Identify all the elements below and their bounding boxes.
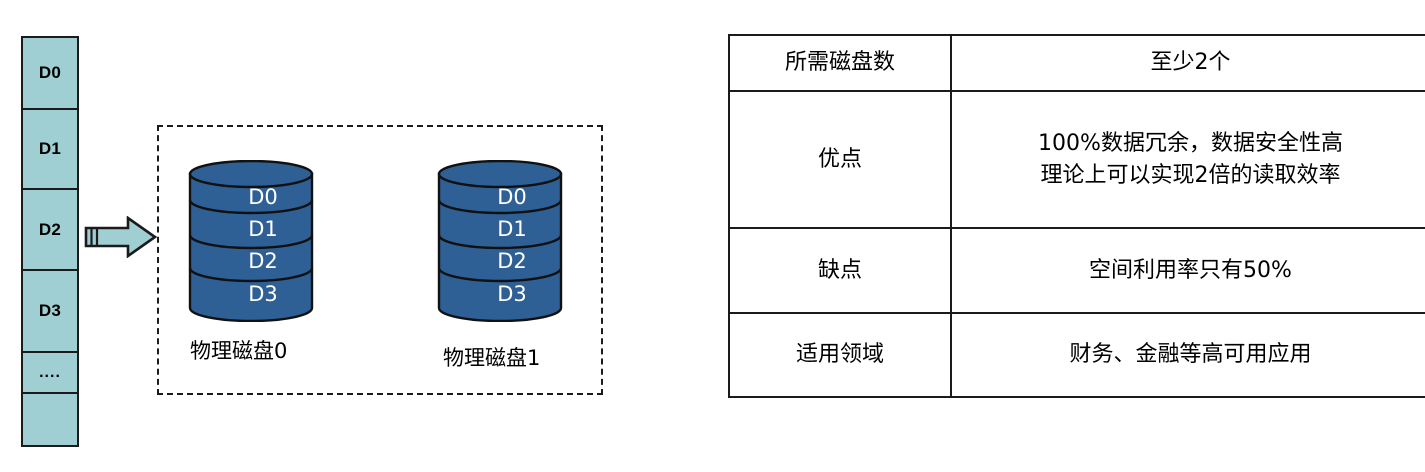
table-cell-key: 优点 (728, 90, 952, 229)
table-cell-value: 100%数据冗余，数据安全性高 理论上可以实现2倍的读取效率 (950, 90, 1425, 229)
table-cell-value: 至少2个 (950, 34, 1425, 92)
data-block-cell-empty (23, 394, 77, 445)
disk-block-label: D0 (497, 185, 527, 209)
disk-block-label: D1 (497, 217, 527, 241)
disk-block-label: D2 (248, 249, 278, 273)
disk-cylinder-icon: D0 D1 D2 D3 (188, 160, 314, 322)
disk-block-label: D3 (248, 282, 278, 306)
table-cell-value-line: 100%数据冗余，数据安全性高 (1038, 130, 1343, 156)
physical-disk-0-label: 物理磁盘0 (190, 339, 288, 363)
table-cell-value-line: 理论上可以实现2倍的读取效率 (1040, 162, 1341, 188)
disk-block-label: D3 (497, 282, 527, 306)
mirror-set-boundary (157, 125, 603, 395)
right-arrow-icon (84, 216, 158, 258)
data-block-cell: D0 (23, 38, 77, 110)
disk-block-label: D1 (248, 217, 278, 241)
disk-cylinder-icon: D0 D1 D2 D3 (437, 160, 563, 322)
incoming-data-column: D0 D1 D2 D3 .... (21, 36, 79, 447)
table-cell-key: 所需磁盘数 (728, 34, 952, 92)
table-cell-key: 适用领域 (728, 312, 952, 398)
disk-block-label: D0 (248, 185, 278, 209)
table-cell-key: 缺点 (728, 227, 952, 314)
table-cell-value-line: 至少2个 (1150, 50, 1231, 76)
table-row: 所需磁盘数 至少2个 (728, 34, 1425, 92)
data-block-cell: D2 (23, 190, 77, 271)
table-cell-value: 空间利用率只有50% (950, 227, 1425, 314)
physical-disk-1: D0 D1 D2 D3 (437, 160, 563, 322)
table-row: 适用领域 财务、金融等高可用应用 (728, 312, 1425, 398)
physical-disk-0: D0 D1 D2 D3 (188, 160, 314, 322)
data-block-cell: D1 (23, 110, 77, 190)
table-row: 优点 100%数据冗余，数据安全性高 理论上可以实现2倍的读取效率 (728, 90, 1425, 229)
raid-spec-table: 所需磁盘数 至少2个 优点 100%数据冗余，数据安全性高 理论上可以实现2倍的… (728, 34, 1425, 398)
table-cell-value-line: 空间利用率只有50% (1089, 257, 1292, 283)
physical-disk-1-label: 物理磁盘1 (443, 346, 541, 370)
data-block-cell-ellipsis: .... (23, 353, 77, 394)
table-cell-value-line: 财务、金融等高可用应用 (1069, 342, 1312, 368)
table-cell-value: 财务、金融等高可用应用 (950, 312, 1425, 398)
table-row: 缺点 空间利用率只有50% (728, 227, 1425, 314)
data-block-cell: D3 (23, 271, 77, 353)
disk-block-label: D2 (497, 249, 527, 273)
